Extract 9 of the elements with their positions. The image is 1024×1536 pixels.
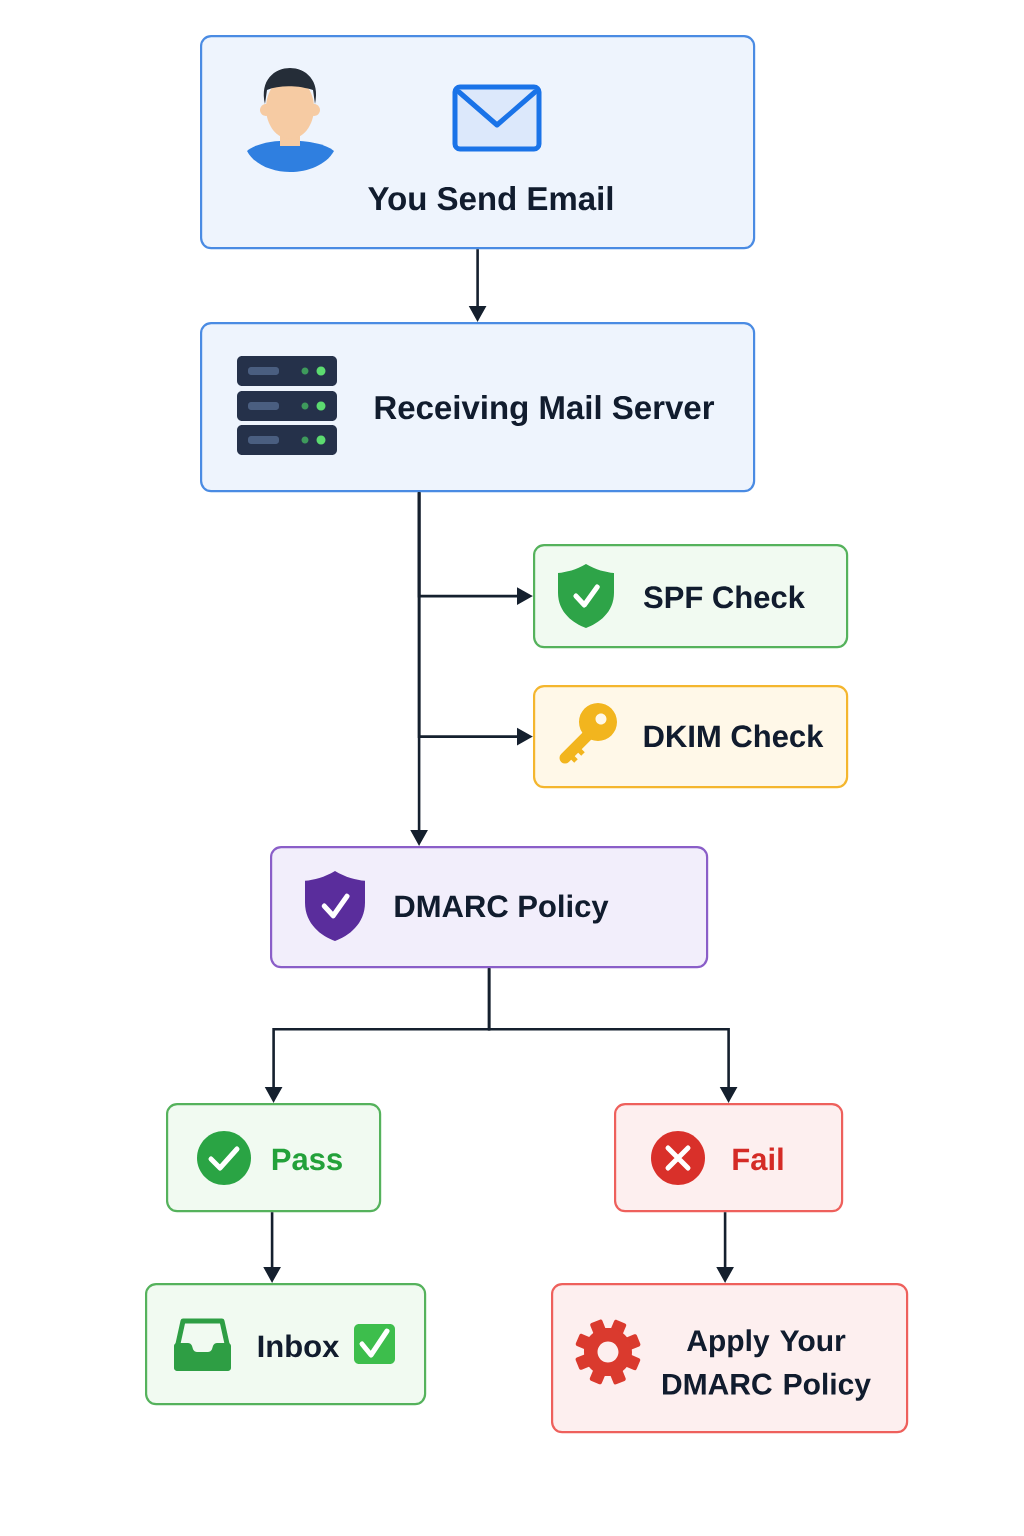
process-box: You Send Email: [200, 35, 756, 250]
process-box: Fail: [614, 1103, 844, 1213]
process-box: DMARC Policy: [270, 846, 709, 969]
process-box: Pass: [166, 1103, 382, 1213]
process-box: SPF Check: [533, 544, 849, 649]
process-box: Apply Your DMARC Policy: [551, 1283, 909, 1434]
process-box: Receiving Mail Server: [200, 322, 756, 493]
process-box: DKIM Check: [533, 685, 849, 789]
process-box: Inbox: [145, 1283, 427, 1406]
